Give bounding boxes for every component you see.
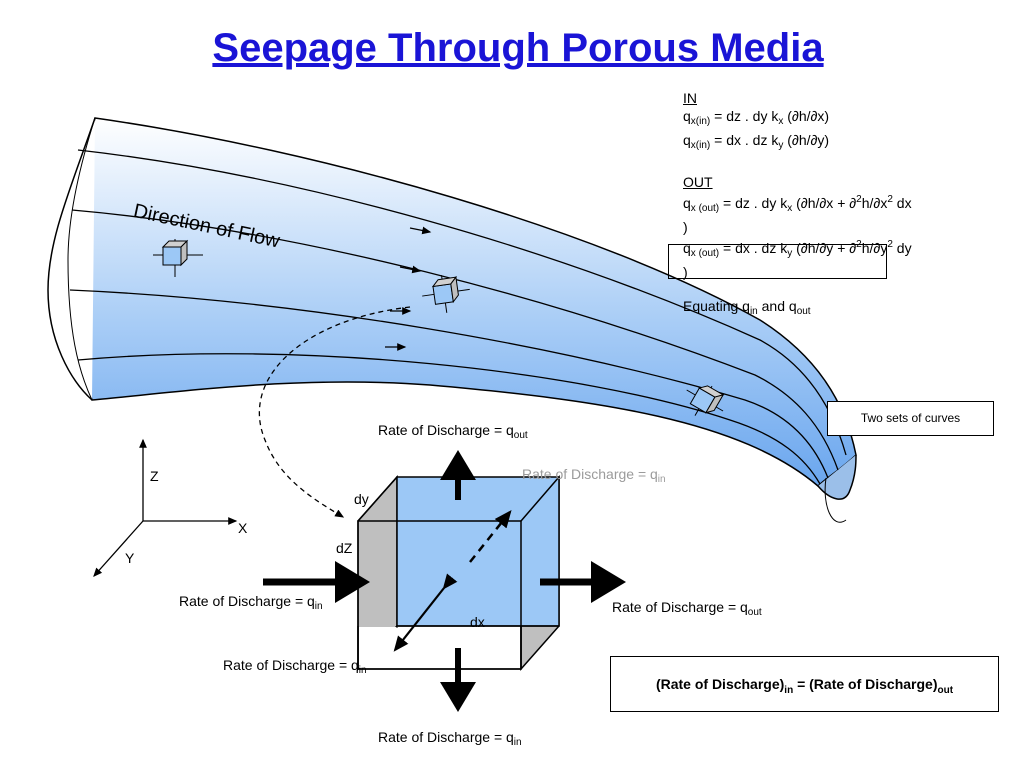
cube-dz-label: dZ xyxy=(336,540,353,556)
equations-block: IN qx(in) = dz . dy kx (∂h/∂x) qx(in) = … xyxy=(683,89,912,321)
y-in-arrow xyxy=(393,573,458,652)
equating-line: Equating qin and qout xyxy=(683,298,811,317)
out-eq-y-close: ) xyxy=(683,264,688,280)
flow-tube xyxy=(47,117,857,523)
out-eq-highlight-box xyxy=(668,244,887,279)
out-header: OUT xyxy=(683,174,713,190)
cube-dy-label: dy xyxy=(354,491,369,507)
balance-box: (Rate of Discharge)in = (Rate of Dischar… xyxy=(610,656,999,712)
element-cube-3 xyxy=(686,385,725,416)
discharge-left-in: Rate of Discharge = qin xyxy=(179,593,323,612)
two-sets-box: Two sets of curves xyxy=(827,401,994,436)
out-eq-x: qx (out) = dz . dy kx (∂h/∂x + ∂2h/∂x2 d… xyxy=(683,194,912,214)
coordinate-axes xyxy=(93,438,238,577)
discharge-bottom-in: Rate of Discharge = qin xyxy=(378,729,522,748)
element-cube-1 xyxy=(153,239,203,277)
x-axis-label: X xyxy=(238,520,248,536)
cube-dx-label: dx xyxy=(470,614,485,630)
out-eq-x-close: ) xyxy=(683,219,688,235)
dashed-connector xyxy=(258,306,411,518)
z-axis-label: Z xyxy=(150,468,159,484)
in-header: IN xyxy=(683,90,697,106)
page-title: Seepage Through Porous Media xyxy=(212,26,824,70)
discharge-top-out: Rate of Discharge = qout xyxy=(378,422,528,441)
discharge-front-in: Rate of Discharge = qin xyxy=(223,657,367,676)
discharge-right-out: Rate of Discharge = qout xyxy=(612,599,762,618)
y-axis-label: Y xyxy=(125,550,135,566)
two-sets-label: Two sets of curves xyxy=(860,411,961,425)
in-eq-x: qx(in) = dz . dy kx (∂h/∂x) xyxy=(683,108,830,127)
discharge-back-in: Rate of Discharge = qin xyxy=(522,466,666,485)
y-out-dashed-arrow xyxy=(469,510,512,563)
element-cube-2 xyxy=(422,275,470,313)
control-volume-cube xyxy=(357,474,560,671)
in-eq-y: qx(in) = dx . dz ky (∂h/∂y) xyxy=(683,132,830,151)
